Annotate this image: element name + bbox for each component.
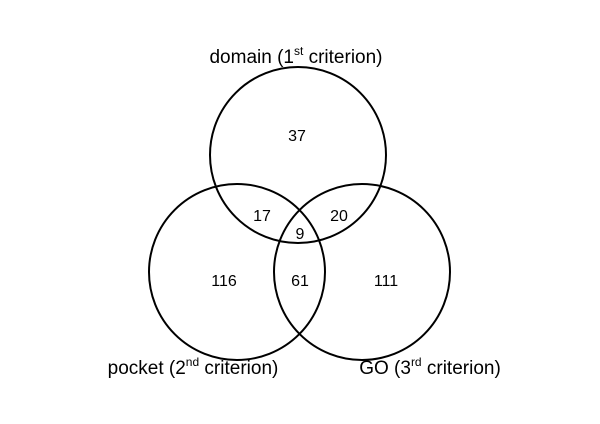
pocket-set-label: pocket (2nd criterion) <box>108 355 279 379</box>
go-label-suffix: criterion) <box>422 358 501 379</box>
pocket-label-prefix: pocket (2 <box>108 358 186 379</box>
go-set-circle <box>273 183 451 361</box>
region-go-only: 111 <box>374 273 398 290</box>
pocket-label-suffix: criterion) <box>199 358 278 379</box>
pocket-set-circle <box>148 183 326 361</box>
domain-set-circle <box>209 66 387 244</box>
region-domain-go: 20 <box>330 208 348 225</box>
region-pocket-go: 61 <box>291 273 309 290</box>
region-pocket-only: 116 <box>211 273 237 290</box>
go-label-sup: rd <box>411 355 422 369</box>
domain-label-suffix: criterion) <box>303 47 382 68</box>
region-domain-pocket: 17 <box>253 208 271 225</box>
region-domain-only: 37 <box>288 128 306 145</box>
domain-label-prefix: domain (1 <box>209 47 294 68</box>
go-label-prefix: GO (3 <box>359 358 411 379</box>
region-all-three: 9 <box>296 226 305 243</box>
pocket-label-sup: nd <box>186 355 199 369</box>
domain-label-sup: st <box>294 44 304 58</box>
domain-set-label: domain (1st criterion) <box>209 44 382 68</box>
go-set-label: GO (3rd criterion) <box>359 355 501 379</box>
